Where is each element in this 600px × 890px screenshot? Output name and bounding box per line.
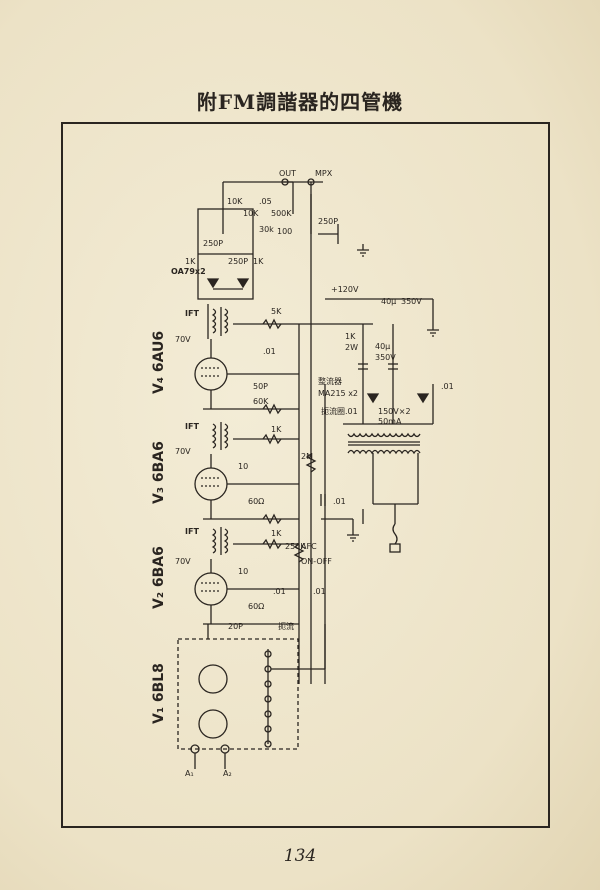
label-r-250k: 250K: [285, 542, 306, 551]
label-c-01-a: .01: [263, 347, 276, 356]
label-v-70-c: 70V: [175, 557, 191, 566]
label-c-10-b: 10: [238, 567, 248, 576]
circuit-schematic: OUT MPX 10K 10K .05 500K 30k 100 250P 25…: [151, 169, 454, 778]
label-r-60k: 60K: [253, 397, 269, 406]
label-afc: AFC: [301, 542, 317, 551]
label-v-70-a: 70V: [175, 335, 191, 344]
label-ift-1: IFT: [185, 309, 199, 318]
tube-label-v1: V₁ 6BL8: [151, 663, 167, 724]
label-c-01-pwr: .01: [441, 382, 454, 391]
label-rect-type: MA215 x2: [318, 389, 358, 398]
label-mpx: MPX: [315, 169, 333, 178]
tube-label-v3: V₃ 6BA6: [151, 441, 167, 504]
label-v-120: +120V: [331, 285, 359, 294]
label-rect: 整流器: [318, 376, 342, 386]
label-trans-ma: 50mA: [378, 417, 402, 426]
label-r-10k: 10K: [227, 197, 243, 206]
label-on-off: ON-OFF: [301, 557, 332, 566]
label-c-01-b: .01: [333, 497, 346, 506]
label-v-70-b: 70V: [175, 447, 191, 456]
label-c-40u: 40μ: [381, 297, 396, 306]
label-ift-3: IFT: [185, 527, 199, 536]
label-trans: 150V×2: [378, 407, 411, 416]
page-title: 附FM調諧器的四管機: [196, 90, 404, 114]
page-number: 134: [283, 846, 317, 866]
label-a2: A₂: [223, 769, 232, 778]
label-r-500k: 500K: [271, 209, 292, 218]
label-c-40u-b: 40μ: [375, 342, 390, 351]
label-c-250p-a: 250P: [203, 239, 223, 248]
label-c-250p-b: 250P: [228, 257, 248, 266]
label-c-20p: 20P: [228, 622, 243, 631]
label-c-01-c: .01: [273, 587, 286, 596]
label-r-1k-b: 1K: [253, 257, 264, 266]
label-r-2m: 2M: [301, 452, 313, 461]
label-r-10k-b: 10K: [243, 209, 259, 218]
label-r-30k: 30k: [259, 225, 274, 234]
label-r-5k: 5K: [271, 307, 282, 316]
label-c-250p: 250P: [318, 217, 338, 226]
label-r-60-b: 60Ω: [248, 602, 264, 611]
label-r-1k-a: 1K: [185, 257, 196, 266]
label-r-1k-e: 1K: [271, 529, 282, 538]
label-coil: 扼流: [278, 621, 294, 631]
label-r-60-a: 60Ω: [248, 497, 264, 506]
label-r-2w: 2W: [345, 343, 358, 352]
label-diode: OA79x2: [171, 267, 206, 276]
tube-label-v4: V₄ 6AU6: [151, 331, 167, 394]
label-c-100: 100: [277, 227, 292, 236]
label-ift-2: IFT: [185, 422, 199, 431]
tube-label-v2: V₂ 6BA6: [151, 546, 167, 609]
label-c-50p: 50P: [253, 382, 268, 391]
label-c-10: 10: [238, 462, 248, 471]
label-c-01-d: .01: [313, 587, 326, 596]
label-out: OUT: [279, 169, 296, 178]
label-r-1k-d: 1K: [271, 425, 282, 434]
label-r-1k-c: 1K: [345, 332, 356, 341]
label-choke: 扼流圈.01: [321, 406, 358, 416]
label-c-05: .05: [259, 197, 272, 206]
schematic-frame: OUT MPX 10K 10K .05 500K 30k 100 250P 25…: [61, 122, 550, 828]
label-a1: A₁: [185, 769, 194, 778]
label-v-350-b: 350V: [375, 353, 396, 362]
label-v-350: 350V: [401, 297, 422, 306]
